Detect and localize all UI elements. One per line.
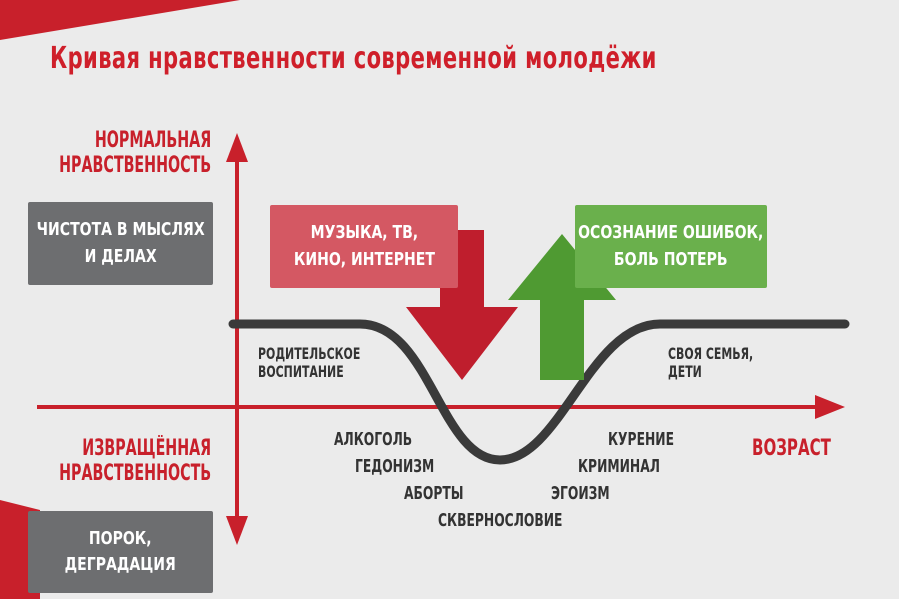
media-box: МУЗЫКА, ТВ, КИНО, ИНТЕРНЕТ bbox=[270, 205, 458, 288]
vice-hedonism: ГЕДОНИЗМ bbox=[355, 456, 435, 477]
age-axis-label: ВОЗРАСТ bbox=[752, 436, 831, 461]
media-line2: КИНО, ИНТЕРНЕТ bbox=[293, 248, 435, 270]
page-title: Кривая нравственности современной молодё… bbox=[50, 41, 657, 76]
normal-morality-line1: НОРМАЛЬНАЯ bbox=[94, 128, 211, 153]
vice-alcohol: АЛКОГОЛЬ bbox=[334, 429, 413, 450]
vice-crime: КРИМИНАЛ bbox=[578, 456, 660, 477]
vice-box: ПОРОК, ДЕГРАДАЦИЯ bbox=[28, 511, 213, 593]
upbringing-line1: РОДИТЕЛЬСКОЕ bbox=[258, 344, 361, 363]
family-label: СВОЯ СЕМЬЯ, ДЕТИ bbox=[668, 344, 754, 382]
perverted-morality-line1: ИЗВРАЩЁННАЯ bbox=[82, 436, 211, 461]
down-arrow bbox=[406, 230, 518, 380]
x-axis-arrow bbox=[815, 395, 845, 419]
normal-morality-line2: НРАВСТВЕННОСТЬ bbox=[58, 153, 211, 179]
awareness-box: ОСОЗНАНИЕ ОШИБОК, БОЛЬ ПОТЕРЬ bbox=[575, 205, 767, 288]
purity-box: ЧИСТОТА В МЫСЛЯХ И ДЕЛАХ bbox=[28, 202, 213, 285]
awareness-line2: БОЛЬ ПОТЕРЬ bbox=[614, 248, 728, 270]
vice-abortions: АБОРТЫ bbox=[404, 483, 464, 504]
family-line2: ДЕТИ bbox=[668, 362, 702, 382]
vice-profanity: СКВЕРНОСЛОВИЕ bbox=[438, 510, 563, 531]
morality-curve bbox=[228, 319, 850, 465]
awareness-line1: ОСОЗНАНИЕ ОШИБОК, bbox=[578, 222, 764, 244]
upbringing-label: РОДИТЕЛЬСКОЕ ВОСПИТАНИЕ bbox=[258, 344, 361, 382]
vice-egoism: ЭГОИЗМ bbox=[551, 483, 610, 504]
perverted-morality-label: ИЗВРАЩЁННАЯ НРАВСТВЕННОСТЬ bbox=[59, 436, 211, 487]
y-axis-arrow-down bbox=[226, 516, 248, 545]
family-line1: СВОЯ СЕМЬЯ, bbox=[668, 344, 754, 363]
vice-line1: ПОРОК, bbox=[89, 527, 152, 549]
normal-morality-label: НОРМАЛЬНАЯ НРАВСТВЕННОСТЬ bbox=[59, 128, 211, 179]
purity-line1: ЧИСТОТА В МЫСЛЯХ bbox=[36, 219, 205, 241]
vice-line2: ДЕГРАДАЦИЯ bbox=[64, 554, 177, 575]
media-line1: МУЗЫКА, ТВ, bbox=[310, 222, 418, 244]
vice-smoking: КУРЕНИЕ bbox=[608, 429, 674, 450]
purity-line2: И ДЕЛАХ bbox=[84, 245, 157, 267]
corner-decoration-top bbox=[0, 0, 240, 40]
y-axis-arrow-up bbox=[226, 133, 248, 162]
perverted-morality-line2: НРАВСТВЕННОСТЬ bbox=[58, 461, 211, 487]
upbringing-line2: ВОСПИТАНИЕ bbox=[258, 362, 344, 382]
